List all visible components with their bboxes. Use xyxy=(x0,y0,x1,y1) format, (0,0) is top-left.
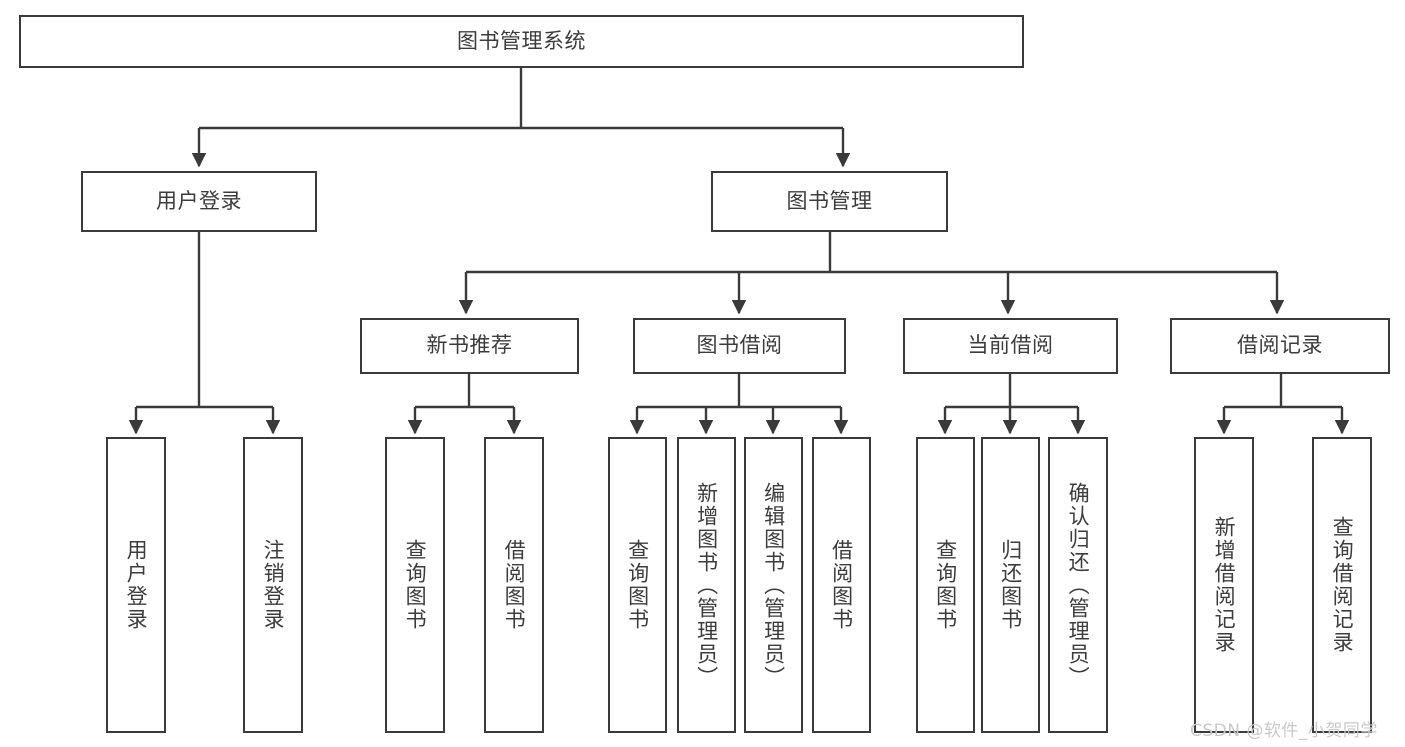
node-borrow-record[interactable]: 借阅记录 xyxy=(1170,318,1390,374)
node-label: 图书管理系统 xyxy=(457,28,586,53)
leaf-new-book-borrow[interactable]: 借阅图书 xyxy=(484,437,544,733)
node-label: 借阅记录 xyxy=(1237,333,1323,358)
leaf-borrow-record-query[interactable]: 查询借阅记录 xyxy=(1312,437,1372,733)
node-label: 图书管理 xyxy=(786,188,873,213)
node-new-book-recommend[interactable]: 新书推荐 xyxy=(360,318,579,374)
node-label: 查询图书 xyxy=(625,539,650,631)
node-book-management[interactable]: 图书管理 xyxy=(711,171,948,232)
node-label: 注销登录 xyxy=(261,539,286,631)
leaf-book-borrow-add[interactable]: 新增图书（管理员） xyxy=(677,437,736,733)
node-user-login[interactable]: 用户登录 xyxy=(81,171,317,232)
node-label: 用户登录 xyxy=(156,188,242,213)
node-label: 查询图书 xyxy=(403,539,428,631)
leaf-book-borrow-lend[interactable]: 借阅图书 xyxy=(812,437,871,733)
leaf-book-borrow-query[interactable]: 查询图书 xyxy=(608,437,667,733)
node-label: 借阅图书 xyxy=(829,539,854,631)
node-label: 图书借阅 xyxy=(696,333,783,358)
node-label: 确认归还（管理员） xyxy=(1066,481,1091,689)
node-current-borrow[interactable]: 当前借阅 xyxy=(903,318,1118,374)
node-label: 查询借阅记录 xyxy=(1330,516,1355,654)
node-label: 用户登录 xyxy=(124,539,149,631)
node-label: 编辑图书（管理员） xyxy=(761,481,786,689)
leaf-current-borrow-query[interactable]: 查询图书 xyxy=(916,437,975,733)
node-label: 新增图书（管理员） xyxy=(694,481,719,689)
leaf-new-book-query[interactable]: 查询图书 xyxy=(385,437,445,733)
leaf-book-borrow-edit[interactable]: 编辑图书（管理员） xyxy=(744,437,803,733)
node-label: 当前借阅 xyxy=(967,333,1054,358)
leaf-current-borrow-return[interactable]: 归还图书 xyxy=(981,437,1040,733)
node-label: 归还图书 xyxy=(998,539,1023,631)
node-book-borrow[interactable]: 图书借阅 xyxy=(633,318,846,374)
leaf-user-login-login[interactable]: 用户登录 xyxy=(106,437,166,733)
node-book-management-system[interactable]: 图书管理系统 xyxy=(19,15,1024,68)
leaf-user-login-logout[interactable]: 注销登录 xyxy=(243,437,303,733)
node-label: 借阅图书 xyxy=(502,539,527,631)
leaf-borrow-record-add[interactable]: 新增借阅记录 xyxy=(1194,437,1254,733)
leaf-current-borrow-confirm[interactable]: 确认归还（管理员） xyxy=(1048,437,1108,733)
node-label: 查询图书 xyxy=(933,539,958,631)
node-label: 新增借阅记录 xyxy=(1212,516,1237,654)
node-label: 新书推荐 xyxy=(426,333,513,358)
